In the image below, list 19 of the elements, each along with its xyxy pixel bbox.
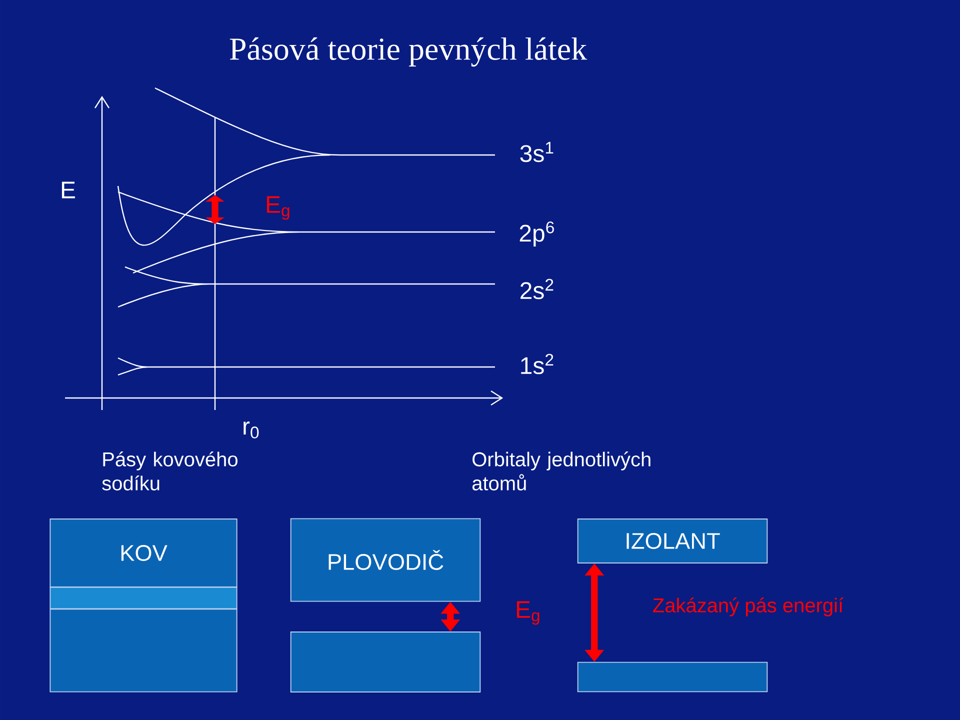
band-box xyxy=(50,586,238,610)
band-box xyxy=(577,662,768,692)
label: E$_{g}$ xyxy=(266,196,290,220)
label: r$_{0}$ xyxy=(244,422,259,438)
label: 2p$^{6}$ xyxy=(520,221,554,247)
label: 3s$^{1}$ xyxy=(520,142,554,162)
label: E xyxy=(62,182,75,198)
label: 2s$^{2}$ xyxy=(520,278,554,300)
band-box xyxy=(50,608,238,692)
band-box: PLOVODIČ xyxy=(290,518,481,602)
label: E$_{g}$ xyxy=(516,601,540,625)
label: Pásy kovového sodíku xyxy=(102,452,238,490)
band-box xyxy=(290,632,481,692)
band-box: KOV xyxy=(50,518,238,588)
band-box: IZOLANT xyxy=(577,518,768,564)
title: Pásová teorie pevných látek xyxy=(230,37,588,67)
label: Zakázaný pás energií xyxy=(653,598,844,616)
label: 1s$^{2}$ xyxy=(521,354,554,374)
label: Orbitaly jednotlivých atomů xyxy=(472,452,650,490)
